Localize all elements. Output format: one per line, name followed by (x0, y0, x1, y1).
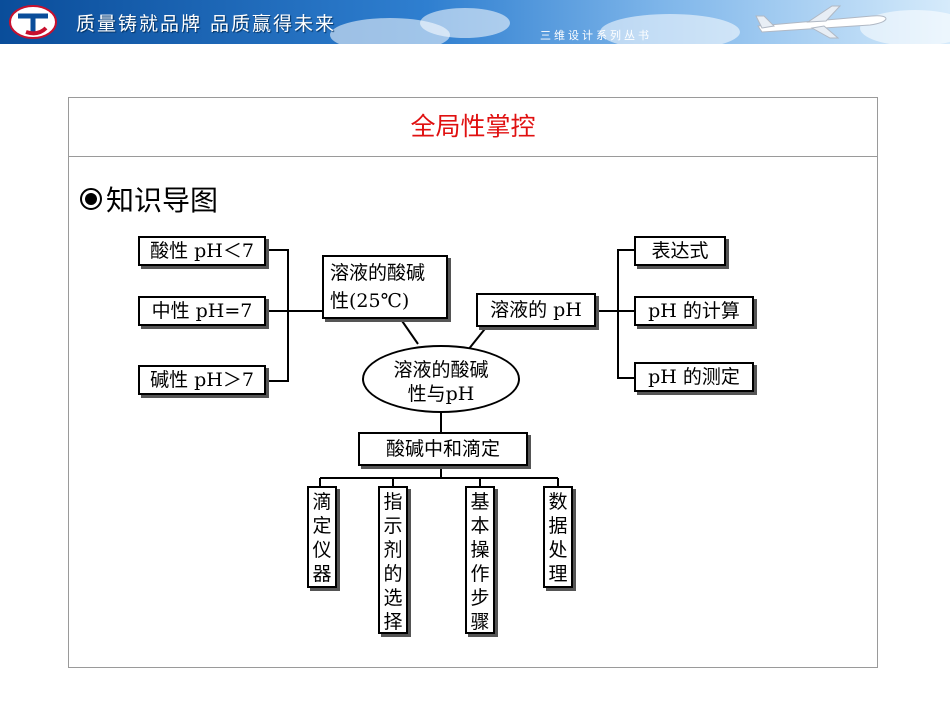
bottom-item-indicator: 指示剂的选择 (378, 486, 408, 634)
connector-right-hub-center (468, 325, 488, 350)
right-item-expression: 表达式 (634, 236, 726, 266)
left-hub-acidity: 溶液的酸碱性(25℃) (322, 255, 448, 319)
right-hub-ph: 溶液的 pH (476, 293, 596, 327)
bottom-item-data-processing: 数据处理 (543, 486, 573, 588)
bottom-hub-titration: 酸碱中和滴定 (358, 432, 528, 466)
connector-right-top (618, 250, 634, 378)
left-item-basic: 碱性 pH＞7 (138, 365, 266, 395)
right-item-calculation: pH 的计算 (634, 296, 754, 326)
right-item-measurement: pH 的测定 (634, 362, 754, 392)
connector-left-hub-center (400, 318, 418, 344)
left-item-neutral: 中性 pH=7 (138, 296, 266, 326)
bottom-item-instruments: 滴定仪器 (307, 486, 337, 588)
connector-left-top (266, 250, 288, 381)
center-topic-ellipse: 溶液的酸碱性与pH (362, 345, 520, 413)
left-item-acidic: 酸性 pH＜7 (138, 236, 266, 266)
bottom-item-procedure: 基本操作步骤 (465, 486, 495, 634)
